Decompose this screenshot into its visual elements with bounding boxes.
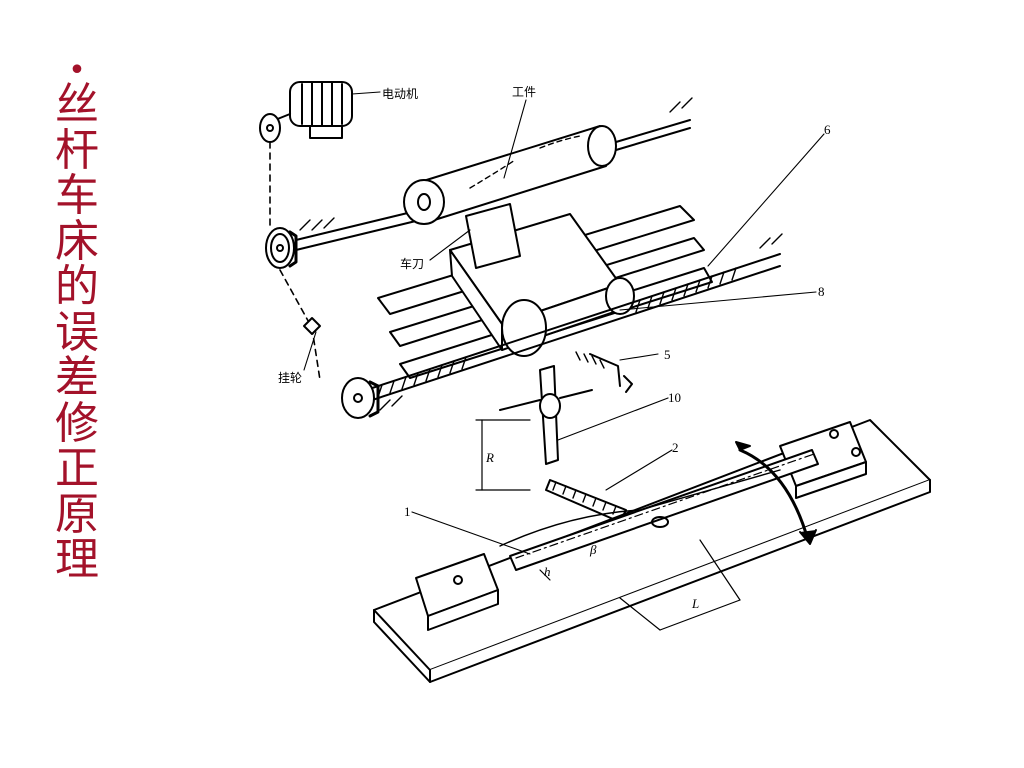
leadscrew <box>341 233 783 419</box>
title-bullet: • <box>68 53 86 88</box>
label-2: 2 <box>672 440 679 455</box>
label-6: 6 <box>824 122 831 137</box>
label-h: h <box>544 564 551 579</box>
lathe-error-correction-diagram: 电动机 工件 车刀 挂轮 6 8 5 10 2 1 R h β L <box>259 81 931 683</box>
label-beta: β <box>589 542 597 557</box>
label-R: R <box>485 450 494 465</box>
label-workpiece: 工件 <box>512 85 536 99</box>
label-8: 8 <box>818 284 825 299</box>
label-1: 1 <box>404 504 411 519</box>
workpiece <box>403 97 693 225</box>
dimension-lines <box>475 419 741 631</box>
label-tool: 车刀 <box>400 256 424 271</box>
label-change-gear: 挂轮 <box>278 371 302 385</box>
slide-title: • 丝杆车床的误差修正原理 <box>52 53 102 585</box>
label-motor: 电动机 <box>382 87 418 101</box>
rack <box>545 479 627 523</box>
carriage <box>449 203 635 357</box>
label-10: 10 <box>668 390 681 405</box>
label-5: 5 <box>664 347 671 362</box>
spindle-gear <box>265 209 421 269</box>
leader-lines <box>303 91 825 555</box>
correction-ruler <box>373 419 931 683</box>
title-text: 丝杆车床的误差修正原理 <box>55 79 99 585</box>
label-L: L <box>691 596 699 611</box>
motor <box>259 81 353 143</box>
change-gear <box>303 317 321 335</box>
correction-lever <box>499 351 633 465</box>
